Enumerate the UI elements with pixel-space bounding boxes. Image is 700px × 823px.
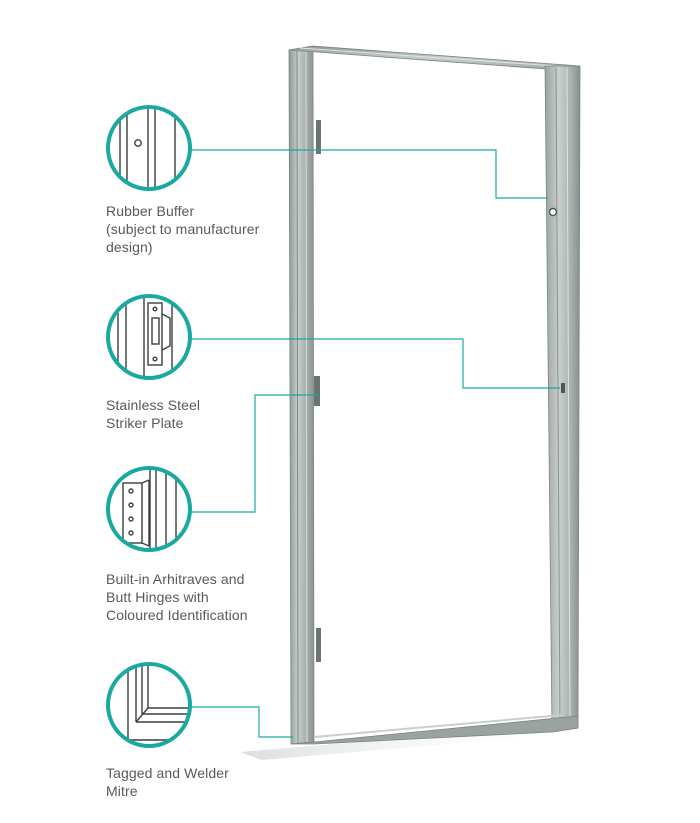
mitre-label-line: Tagged and Welder [106,765,229,781]
striker-plate-detail-icon [106,294,192,380]
rubber-buffer-detail-icon [106,105,192,191]
mitre-label: Tagged and Welder Mitre [106,764,306,800]
striker-plate-point [561,383,565,393]
connector-rubber-buffer [190,149,548,199]
mitre-label-line: Mitre [106,783,138,799]
middle-hinge [314,376,320,406]
door-frame [288,45,581,745]
connector-mitre [190,706,293,738]
hinges-label: Built-in Arhitraves and Butt Hinges with… [106,570,306,624]
connector-hinges [190,394,318,513]
rubber-buffer-label: Rubber Buffer (subject to manufacturer d… [106,202,306,256]
hinges-label-line: Built-in Arhitraves and [106,571,245,587]
connector-lines [190,149,560,738]
connector-striker-plate [190,338,560,389]
rubber-buffer-point [548,207,558,217]
striker-plate-label: Stainless Steel Striker Plate [106,396,306,432]
right-jamb [544,65,581,733]
rubber-buffer-label-line: Rubber Buffer [106,203,195,219]
hinges-label-line: Coloured Identification [106,607,248,623]
rubber-buffer-label-line: design) [106,239,153,255]
rubber-buffer-label-line: (subject to manufacturer [106,221,260,237]
hinges-label-line: Butt Hinges with [106,589,209,605]
frame-head [288,45,581,71]
butt-hinge-detail-icon [106,466,192,552]
striker-plate-label-line: Striker Plate [106,415,184,431]
bottom-hinge [316,628,321,662]
welded-mitre-detail-icon [106,662,192,748]
frame-sill [290,715,579,745]
striker-plate-label-line: Stainless Steel [106,397,201,413]
top-hinge [316,120,321,154]
